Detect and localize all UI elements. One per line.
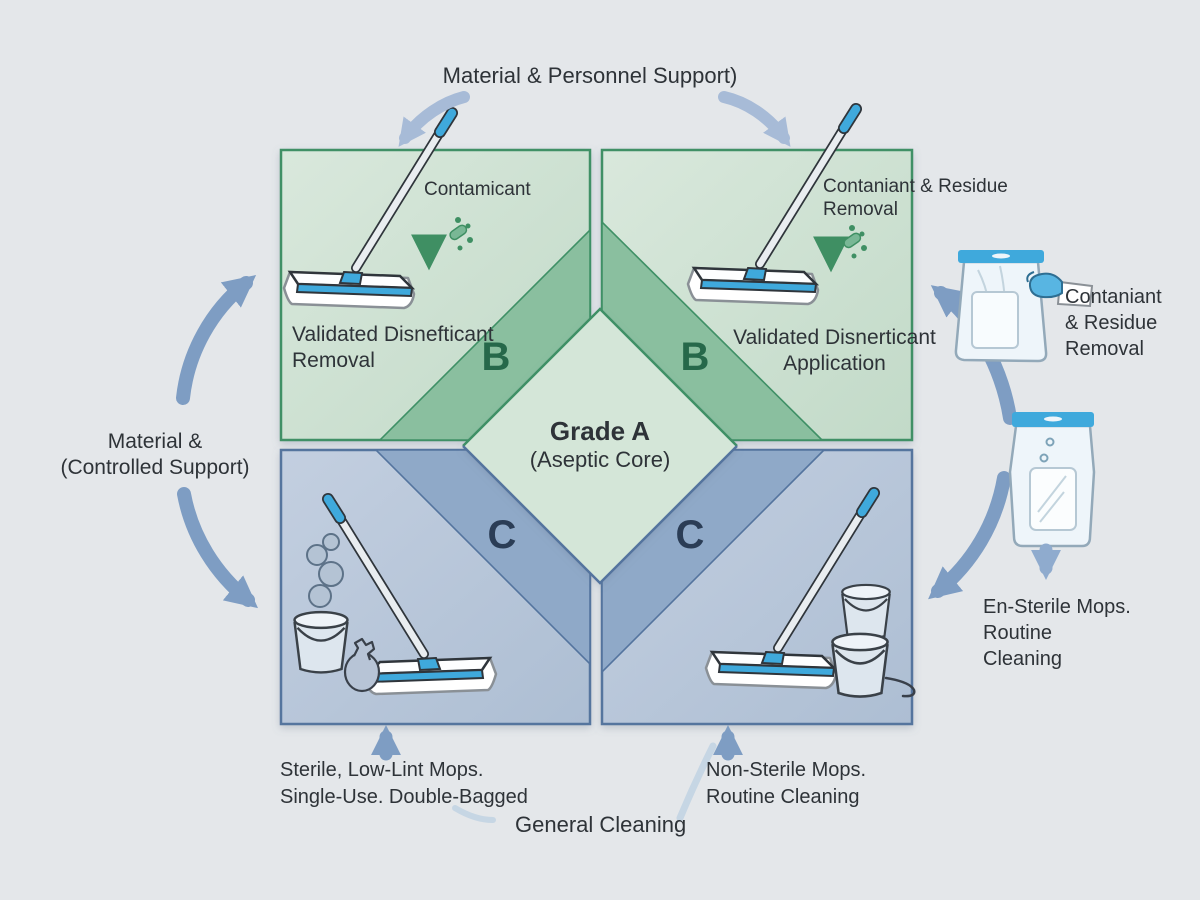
caption-b-right-line1: Validated Disnerticant — [733, 326, 936, 349]
caption-b-right: Validated Disnerticant Application — [732, 325, 937, 377]
right-top-line2: & Residue — [1065, 312, 1158, 334]
left-flow-label: Material & (Controlled Support) — [30, 429, 280, 481]
bottom-left-line1: Sterile, Low-Lint Mops. — [280, 759, 484, 781]
swoosh-right — [676, 742, 717, 822]
bucket-icon — [293, 610, 349, 674]
top-flow-text: Material & Personnel Support) — [442, 63, 738, 88]
right-bottom-line3: Cleaning — [983, 648, 1062, 670]
caption-b-left: Validated Disnefticant Removal — [292, 322, 494, 374]
contaminant-right-line1: Contaniant & Residue — [823, 176, 1008, 197]
flow-arrow-top-right — [718, 91, 791, 147]
bottom-right-line1: Non-Sterile Mops. — [706, 759, 867, 781]
wipes-pouch-icon — [1008, 412, 1096, 548]
zone-letter-c-right: C — [675, 513, 705, 557]
right-top-line3: Removal — [1065, 338, 1144, 360]
contaminant-right-line2: Removal — [823, 199, 898, 220]
flow-arrow-left-down — [177, 487, 258, 609]
contaminant-label-right: Contaniant & Residue Removal — [823, 175, 1023, 221]
steam-icon — [306, 533, 344, 608]
right-bottom-line2: Routine — [983, 622, 1052, 644]
swoosh-left — [452, 805, 496, 823]
left-flow-line2: (Controlled Support) — [60, 456, 250, 479]
glove-icon — [1026, 271, 1094, 308]
bottom-right-line2: Routine Cleaning — [706, 786, 860, 808]
right-top-caption: Contaniant & Residue Removal — [1065, 284, 1162, 362]
bottom-left-caption: Sterile, Low-Lint Mops. Single-Use. Doub… — [280, 757, 528, 811]
bottom-left-line2: Single-Use. Double-Bagged — [280, 786, 528, 808]
caption-b-left-line1: Validated Disnefticant — [292, 323, 494, 346]
top-flow-label: Material & Personnel Support) — [290, 62, 890, 89]
bottom-right-caption: Non-Sterile Mops. Routine Cleaning — [706, 757, 866, 811]
right-top-line1: Contaniant — [1065, 286, 1162, 308]
flow-arrow-top-left — [398, 91, 470, 147]
flow-arrow-right-down — [928, 471, 1011, 600]
zone-letter-b-left: B — [481, 335, 511, 379]
waste-bag-icon — [343, 637, 381, 693]
center-core-label: Grade A (Aseptic Core) — [495, 415, 705, 473]
general-cleaning-text: General Cleaning — [515, 812, 687, 837]
right-bottom-caption: En-Sterile Mops. Routine Cleaning — [983, 594, 1131, 672]
grade-a-subtitle: (Aseptic Core) — [529, 447, 671, 472]
caption-b-right-line2: Application — [783, 352, 886, 375]
flow-arrow-left-up — [176, 274, 257, 405]
grade-a-title: Grade A — [549, 416, 651, 446]
right-bottom-line1: En-Sterile Mops. — [983, 596, 1131, 618]
contaminant-left-text: Contamicant — [424, 179, 531, 200]
bottom-center-label: General Cleaning — [515, 811, 686, 838]
left-flow-line1: Material & — [107, 430, 203, 453]
zone-letter-c-left: C — [487, 513, 517, 557]
bucket-stack-icon — [831, 583, 916, 698]
zone-letter-b-right: B — [680, 335, 710, 379]
contaminant-label-left: Contamicant — [424, 178, 531, 201]
sterile-pouch-icon — [954, 250, 1048, 363]
caption-b-left-line2: Removal — [292, 349, 375, 372]
aseptic-core-diamond — [462, 307, 738, 585]
